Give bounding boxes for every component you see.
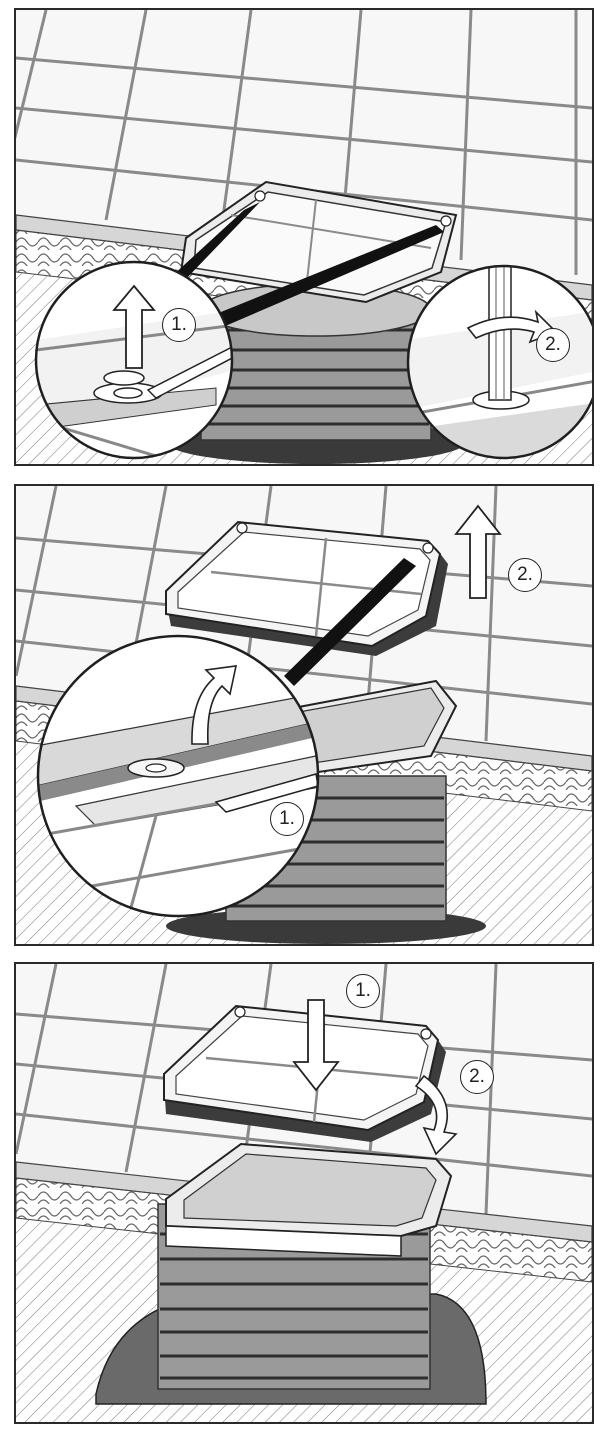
step-badge-2: 2.	[460, 1060, 494, 1094]
panel-step-3: 1. 2.	[14, 962, 594, 1424]
step-badge-1: 1.	[270, 802, 304, 836]
step-badge-1: 1.	[162, 308, 196, 342]
step-badge-2: 2.	[508, 558, 542, 592]
detail-magnifier	[36, 634, 320, 918]
tilt-arrow-icon	[414, 1074, 458, 1156]
drain-grate	[179, 180, 458, 304]
illustration-1	[16, 10, 592, 464]
up-arrow-icon	[112, 284, 156, 369]
lift-up-arrow-icon	[454, 504, 502, 599]
step-badge-1: 1.	[346, 974, 380, 1008]
drain-frame-open	[165, 1142, 453, 1257]
panel-step-1: 1. 2.	[14, 8, 594, 466]
step-badge-2: 2.	[536, 328, 570, 362]
pry-arrow-icon	[191, 665, 238, 745]
drain-body	[166, 775, 486, 944]
down-arrow-icon	[292, 999, 340, 1092]
panel-step-2: 1. 2.	[14, 484, 594, 946]
illustration-3	[16, 964, 592, 1422]
detail-magnifier-right	[406, 264, 592, 460]
callout-pointer	[211, 225, 444, 330]
illustration-2	[16, 486, 592, 944]
callout-pointer	[284, 558, 416, 686]
